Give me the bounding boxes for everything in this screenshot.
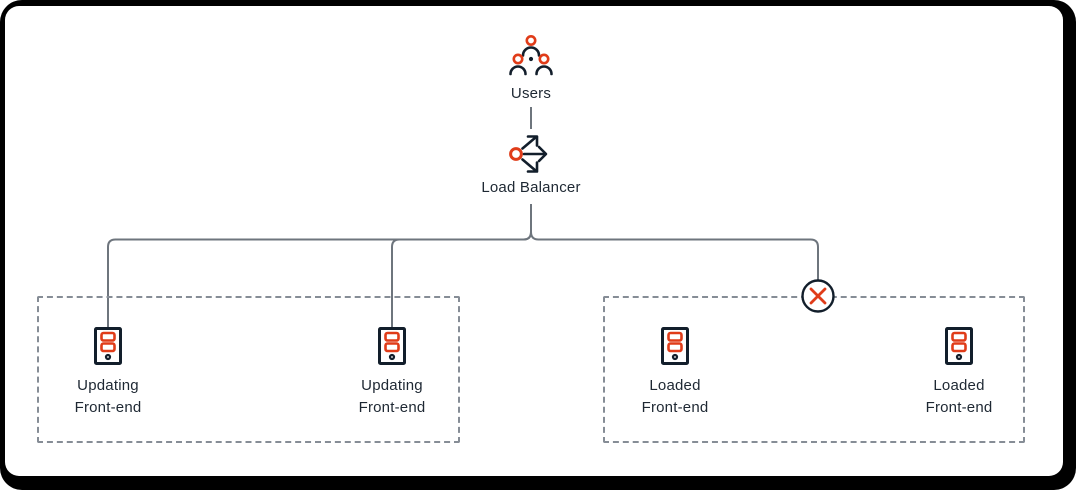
server-icon [661,327,689,365]
node-updating-frontend-1: Updating Front-end [38,327,178,419]
load-balancer-label: Load Balancer [481,179,581,196]
node-load-balancer: Load Balancer [461,132,601,196]
node-loaded-frontend-2: Loaded Front-end [889,327,1029,419]
node-users: Users [461,34,601,102]
load-balancer-icon [509,135,548,173]
server-icon [94,327,122,365]
node-loaded-frontend-1: Loaded Front-end [605,327,745,419]
server-label: Updating Front-end [358,377,426,416]
diagram-canvas [5,6,1063,476]
server-icon [378,327,406,365]
server-icon [945,327,973,365]
x-circle-icon [801,279,835,313]
users-icon [509,35,553,76]
server-label: Updating Front-end [74,377,142,416]
users-label: Users [510,85,552,102]
server-label: Loaded Front-end [641,377,709,416]
server-label: Loaded Front-end [925,377,993,416]
node-updating-frontend-2: Updating Front-end [322,327,462,419]
group-updating-frontends [37,296,460,443]
